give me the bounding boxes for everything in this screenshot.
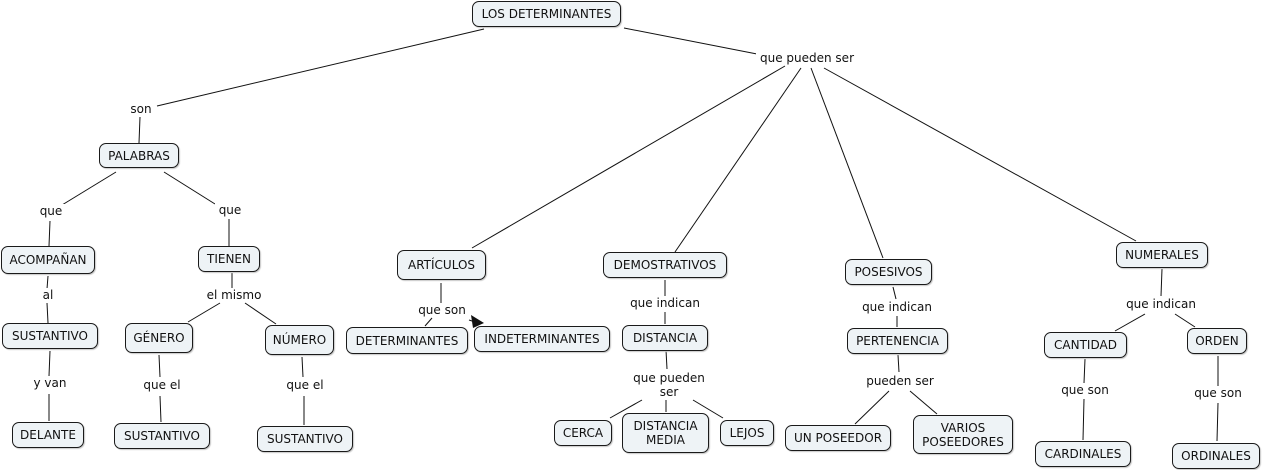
link-label-que-indican: que indican bbox=[1122, 297, 1200, 311]
concept-node-numerales[interactable]: NUMERALES bbox=[1116, 242, 1208, 268]
link-line bbox=[46, 302, 49, 324]
link-label-que-pueden-ser: que pueden ser bbox=[756, 51, 858, 65]
link-line bbox=[159, 395, 162, 423]
link-line bbox=[1083, 358, 1086, 384]
link-line bbox=[674, 67, 802, 253]
link-label-que-indican: que indican bbox=[858, 300, 936, 314]
link-line bbox=[471, 65, 786, 249]
link-line bbox=[892, 286, 897, 300]
link-line bbox=[61, 171, 117, 206]
arrowhead-icon bbox=[471, 315, 484, 328]
link-line bbox=[609, 399, 643, 419]
link-line bbox=[854, 390, 890, 425]
link-line bbox=[810, 67, 884, 259]
concept-node-sustantivo[interactable]: SUSTANTIVO bbox=[2, 323, 98, 349]
link-label-que-el: que el bbox=[282, 378, 328, 392]
concept-node-posesivos[interactable]: POSESIVOS bbox=[845, 259, 932, 285]
concept-node-tienen[interactable]: TIENEN bbox=[198, 246, 260, 272]
link-line bbox=[187, 302, 221, 323]
link-line bbox=[823, 67, 1137, 242]
link-line bbox=[1174, 313, 1196, 328]
link-line bbox=[163, 171, 216, 205]
link-line bbox=[156, 28, 485, 107]
concept-node-palabras[interactable]: PALABRAS bbox=[99, 143, 179, 168]
link-label-que-son: que son bbox=[414, 303, 470, 317]
concept-node-orden[interactable]: ORDEN bbox=[1187, 328, 1247, 354]
concept-node-cardinales[interactable]: CARDINALES bbox=[1035, 441, 1131, 467]
link-label-pueden-ser: pueden ser bbox=[862, 374, 938, 388]
link-line bbox=[909, 390, 938, 415]
concept-node-numero[interactable]: NÚMERO bbox=[265, 325, 334, 355]
link-line bbox=[1160, 268, 1163, 297]
link-line bbox=[301, 356, 304, 378]
concept-node-root[interactable]: LOS DETERMINANTES bbox=[472, 1, 621, 27]
link-line bbox=[1114, 313, 1146, 332]
link-line bbox=[48, 350, 51, 377]
link-label-que: que bbox=[215, 203, 245, 217]
link-label-el-mismo: el mismo bbox=[203, 288, 265, 302]
link-line bbox=[46, 275, 49, 290]
concept-node-genero[interactable]: GÉNERO bbox=[125, 323, 193, 353]
link-line bbox=[424, 317, 433, 327]
concept-node-articulos[interactable]: ARTÍCULOS bbox=[397, 250, 486, 280]
concept-node-lejos[interactable]: LEJOS bbox=[720, 420, 774, 446]
concept-node-cantidad[interactable]: CANTIDAD bbox=[1044, 332, 1127, 358]
concept-node-un-poseedor[interactable]: UN POSEEDOR bbox=[785, 425, 891, 451]
link-label-que-son: que son bbox=[1190, 386, 1246, 400]
concept-node-cerca[interactable]: CERCA bbox=[554, 420, 612, 446]
link-label-al: al bbox=[38, 288, 58, 302]
concept-node-distancia[interactable]: DISTANCIA bbox=[622, 325, 708, 351]
link-line bbox=[692, 399, 724, 419]
concept-node-distancia-media[interactable]: DISTANCIA MEDIA bbox=[622, 413, 709, 453]
concept-node-sustantivo[interactable]: SUSTANTIVO bbox=[257, 426, 353, 452]
link-label-y-van: y van bbox=[30, 376, 70, 390]
link-line bbox=[244, 302, 277, 325]
link-label-que-indican: que indican bbox=[626, 296, 704, 310]
link-label-son: son bbox=[126, 102, 156, 116]
concept-node-sustantivo[interactable]: SUSTANTIVO bbox=[114, 423, 210, 449]
link-line bbox=[1082, 398, 1085, 441]
concept-node-pertenencia[interactable]: PERTENENCIA bbox=[847, 328, 948, 354]
link-label-que: que bbox=[36, 204, 66, 218]
link-line bbox=[158, 354, 161, 378]
link-line bbox=[665, 349, 668, 370]
link-label-que-pueden-ser: que pueden ser bbox=[628, 371, 710, 399]
link-label-que-el: que el bbox=[139, 378, 185, 392]
concept-node-acompanan[interactable]: ACOMPAÑAN bbox=[1, 246, 95, 274]
link-line bbox=[623, 27, 758, 55]
concept-node-varios-poseedores[interactable]: VARIOS POSEEDORES bbox=[913, 415, 1013, 454]
link-line bbox=[138, 116, 141, 144]
concept-node-indeterminantes[interactable]: INDETERMINANTES bbox=[474, 326, 610, 352]
link-line bbox=[48, 220, 51, 247]
link-line bbox=[1216, 402, 1219, 442]
concept-node-determinantes[interactable]: DETERMINANTES bbox=[346, 327, 468, 354]
link-line bbox=[897, 354, 900, 373]
concept-node-ordinales[interactable]: ORDINALES bbox=[1172, 443, 1260, 469]
concept-node-demostrativos[interactable]: DEMOSTRATIVOS bbox=[603, 252, 727, 278]
link-label-que-son: que son bbox=[1057, 383, 1113, 397]
concept-node-delante[interactable]: DELANTE bbox=[12, 422, 84, 448]
